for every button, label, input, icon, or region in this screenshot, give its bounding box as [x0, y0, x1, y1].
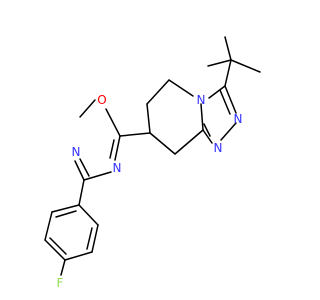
- bond-tbu-ring: [224, 59, 232, 87]
- bond-n2-c3ox: [74, 160, 85, 181]
- bond-n4-c5: [168, 79, 194, 97]
- bond-n4-c3: [208, 85, 226, 99]
- bond-tbu-methyl-top: [224, 36, 232, 61]
- bond-c6-c7: [146, 103, 151, 134]
- bond-c5-c6: [146, 79, 170, 105]
- bond-c3-n2-double: [219, 89, 231, 115]
- bond-n1-c8a: [202, 129, 213, 144]
- atom-fluorine: F: [57, 276, 64, 290]
- atom-n-oxadiazole-1: N: [72, 145, 81, 159]
- atom-n-bridge: N: [197, 93, 206, 107]
- bond-ph-2: [91, 224, 99, 253]
- bond-n2-n1: [220, 122, 237, 141]
- bond-o1-n2: [79, 99, 96, 118]
- bond-ph-3: [64, 251, 93, 261]
- bond-n4-c5ox: [114, 135, 121, 161]
- bonds: [44, 36, 261, 276]
- bond-n4-c5ox-double: [109, 139, 115, 159]
- atom-labels: N N N O N N F: [57, 93, 243, 290]
- bond-ph-4: [44, 239, 66, 261]
- bond-ph-2-inner: [86, 227, 93, 250]
- bond-c5ox-o1: [105, 108, 121, 137]
- bond-c7-oxadiazole: [119, 132, 151, 137]
- bond-ph-6: [51, 204, 80, 213]
- atom-n-oxadiazole-2: N: [113, 161, 122, 175]
- atom-o-oxadiazole: O: [97, 93, 106, 107]
- bond-c3-n2: [224, 85, 237, 114]
- bond-c8a-n4: [200, 103, 204, 131]
- bond-c-f: [60, 259, 66, 276]
- bond-ph-5: [44, 211, 53, 241]
- bond-ph-1: [78, 204, 99, 226]
- molecule-canvas: N N N O N N F: [44, 36, 261, 290]
- atom-n-triazole-2: N: [214, 141, 223, 155]
- bond-ph-4-inner: [49, 237, 67, 255]
- bond-ph-6-inner: [55, 210, 77, 218]
- bond-n1-c8a-double: [203, 123, 211, 137]
- molecule-structure: N N N O N N F: [44, 36, 261, 290]
- bond-n2-c3ox-double: [79, 158, 90, 177]
- bond-tbu-methyl-right: [230, 59, 261, 73]
- bond-c8-c8a: [174, 129, 204, 155]
- bond-oxadiazole-phenyl: [78, 179, 85, 206]
- bond-tbu-methyl-left: [207, 59, 232, 67]
- bond-c7-c8: [149, 132, 176, 155]
- atom-n-triazole-1: N: [234, 112, 243, 126]
- bond-c3ox-n4: [83, 171, 112, 181]
